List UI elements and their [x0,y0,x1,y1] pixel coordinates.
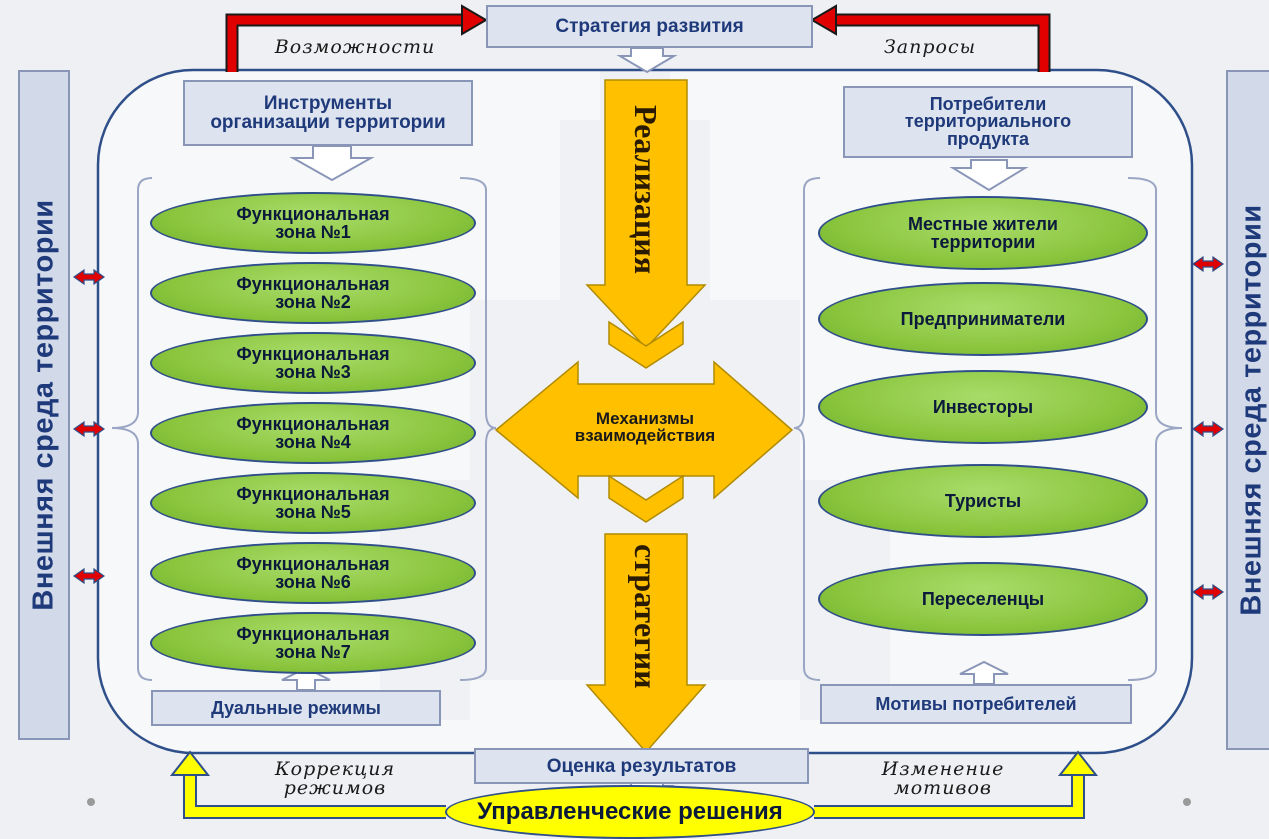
zone-number: зона №2 [275,292,351,312]
consumer-label: Инвесторы [932,396,1034,417]
slide-dot-left [87,798,95,806]
mode-correction-line2: режимов [283,777,387,799]
zone-label: Функциональная [236,483,390,504]
management-decisions: Управленческие решения [445,785,815,839]
tools-header-line2: организации территории [210,112,446,133]
functional-zone-3: Функциональная зона №3 [150,332,476,394]
zone-number: зона №5 [275,502,351,522]
yellow-bottom-arrows [169,750,1099,819]
strategy-box: Стратегия развития [486,5,813,48]
requests-label: Запросы [883,36,977,58]
evaluation-label: Оценка результатов [546,755,737,777]
functional-zone-5: Функциональная зона №5 [150,472,476,534]
consumer-motives-label: Мотивы потребителей [875,694,1077,714]
mode-correction-line1: Коррекция [274,758,396,780]
motive-change-line2: мотивов [893,777,992,799]
motive-change-label: Изменение мотивов [848,760,1038,798]
zone-number: зона №3 [275,362,351,382]
dual-modes-label: Дуальные режимы [211,698,381,718]
zone-number: зона №6 [275,572,351,592]
consumer-local-residents: Местные жители территории [818,196,1148,270]
mechanism-arrow [494,360,794,500]
consumer-label-line2: территории [930,232,1036,252]
realization-arrow [585,79,707,350]
mechanism-line2: взаимодействия [574,426,716,445]
consumer-settlers: Переселенцы [818,562,1148,636]
right-external-environment-label: Внешняя среда территории [1235,204,1268,616]
consumers-header-line2: территориального [904,111,1072,132]
slide-dot-right [1183,798,1191,806]
red-top-arrows [225,4,1051,72]
mode-correction-label: Коррекция режимов [240,760,430,798]
consumer-tourists: Туристы [818,464,1148,538]
management-decisions-label: Управленческие решения [477,798,783,825]
strategy-word-label: стратегии [628,544,664,689]
functional-zone-7: Функциональная зона №7 [150,612,476,674]
opportunities-label: Возможности [274,36,436,58]
consumer-motives-box: Мотивы потребителей [820,684,1132,724]
mechanism-line1: Механизмы [595,409,695,428]
side-double-arrows [72,255,1225,601]
functional-zone-6: Функциональная зона №6 [150,542,476,604]
dual-modes-box: Дуальные режимы [151,690,441,726]
zone-number: зона №4 [275,432,351,452]
zone-label: Функциональная [236,343,390,364]
mechanism-label: Механизмы взаимодействия [560,410,730,444]
realization-label: Реализация [628,105,664,275]
tools-header: Инструменты организации территории [183,80,473,146]
orange-arrows [494,79,794,754]
left-external-environment-label: Внешняя среда территории [27,199,60,611]
consumers-header: Потребители территориального продукта [843,86,1133,158]
tools-header-line1: Инструменты [263,93,393,114]
motive-change-line1: Изменение [881,758,1005,780]
zone-label: Функциональная [236,273,390,294]
strategy-arrow [585,533,707,754]
consumers-header-line3: продукта [946,128,1030,149]
zone-label: Функциональная [236,203,390,224]
consumer-label: Местные жители [907,213,1058,234]
functional-zone-2: Функциональная зона №2 [150,262,476,324]
functional-zone-1: Функциональная зона №1 [150,192,476,254]
chevron-top [608,320,684,369]
consumers-header-line1: Потребители [929,94,1047,115]
zone-label: Функциональная [236,413,390,434]
consumer-label: Туристы [944,490,1022,511]
zone-number: зона №7 [275,642,351,662]
consumer-investors: Инвесторы [818,370,1148,444]
consumer-label: Переселенцы [921,588,1045,609]
brackets [111,177,1183,681]
zone-label: Функциональная [236,623,390,644]
functional-zone-4: Функциональная зона №4 [150,402,476,464]
consumer-label: Предприниматели [900,308,1066,329]
zone-number: зона №1 [275,222,351,242]
chevron-bottom [608,474,684,523]
evaluation-box: Оценка результатов [474,748,809,784]
zone-label: Функциональная [236,553,390,574]
consumer-entrepreneurs: Предприниматели [818,282,1148,356]
right-external-environment: Внешняя среда территории [1226,70,1269,750]
strategy-label: Стратегия развития [555,16,744,37]
left-external-environment: Внешняя среда территории [18,70,70,740]
